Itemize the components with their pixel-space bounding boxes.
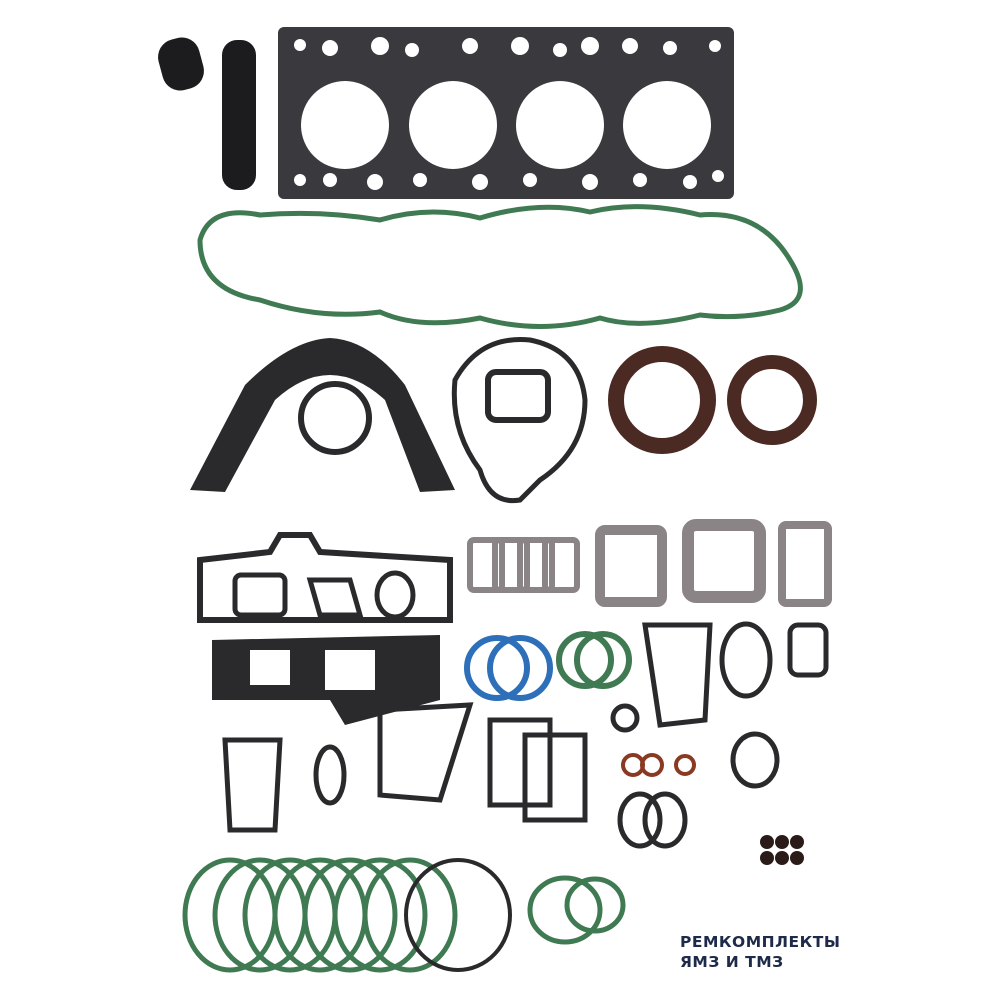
o-ring-blue <box>464 635 530 701</box>
cylinder-head-gasket <box>278 27 734 199</box>
exhaust-gaskets <box>467 519 832 607</box>
round-flange-gasket <box>298 381 372 455</box>
caption-line-1: РЕМКОМПЛЕКТЫ <box>680 933 841 951</box>
o-ring-blue <box>487 635 553 701</box>
water-pump-gasket <box>451 337 588 504</box>
clover-gasket <box>306 577 364 618</box>
o-ring-green <box>556 631 614 689</box>
valve-stem-seals <box>760 835 804 865</box>
crank-seal-large <box>608 346 716 454</box>
copper-rings <box>621 753 696 777</box>
misc-gaskets <box>222 621 829 849</box>
square-gasket <box>485 369 551 423</box>
hose-short <box>158 37 204 91</box>
valve-cover-gasket <box>197 204 803 329</box>
crank-seal-small <box>727 355 817 445</box>
small-square-gasket <box>232 572 288 618</box>
hose-long <box>222 40 256 190</box>
oval-gasket <box>374 570 416 620</box>
caption-line-2: ЯМЗ И ТМЗ <box>680 953 784 971</box>
caption: РЕМКОМПЛЕКТЫ ЯМЗ И ТМЗ <box>680 932 840 972</box>
timing-cover-gasket <box>190 338 455 492</box>
liner-o-rings <box>182 857 626 973</box>
liner-o-ring-black <box>404 858 512 972</box>
o-ring-green <box>574 631 632 689</box>
oil-cooler-gasket <box>197 532 453 623</box>
